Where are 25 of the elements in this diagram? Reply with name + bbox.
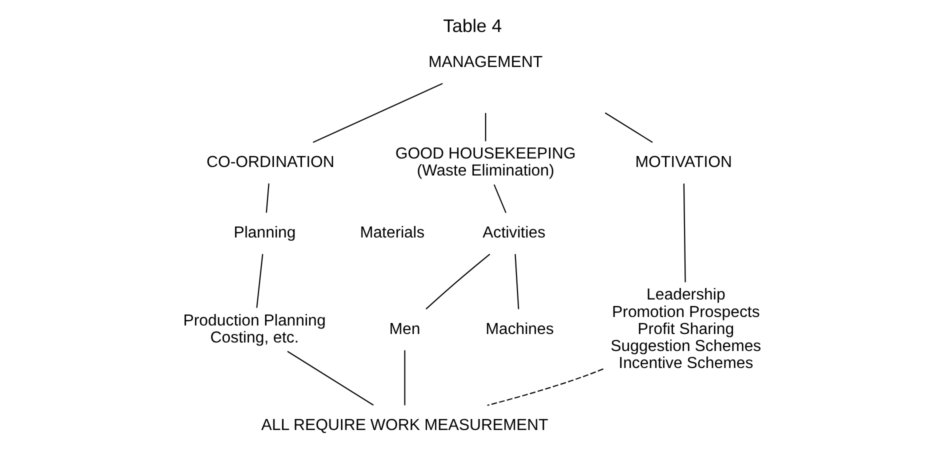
connector [604,112,653,143]
connector [683,184,686,282]
connector [312,82,443,143]
connector [256,254,264,308]
node-text: ALL REQUIRE WORK MEASUREMENT [261,417,548,434]
node-text: Planning [234,224,296,242]
connector [494,184,506,214]
diagram-title: Table 4 [443,16,502,36]
connector [266,183,270,213]
node-text: GOOD HOUSEKEEPING (Waste Elimination) [395,146,576,180]
connector [487,368,604,406]
node-text: Activities [482,224,546,242]
node-text: Men [389,320,420,338]
node-text: CO-ORDINATION [206,154,334,172]
node-text: MOTIVATION [635,154,732,172]
node-text: MANAGEMENT [428,54,543,71]
connector [514,254,520,310]
node-text: Production Planning Costing, etc. [183,312,326,346]
connector [287,350,374,406]
node-text: Leadership Promotion Prospects Profit Sharing Suggestion Schemes Incentive Schemes [610,286,762,372]
connector [404,350,406,406]
connector [426,254,490,310]
node-text: Materials [360,224,425,242]
connector [485,112,486,142]
node-text: Machines [486,320,554,338]
